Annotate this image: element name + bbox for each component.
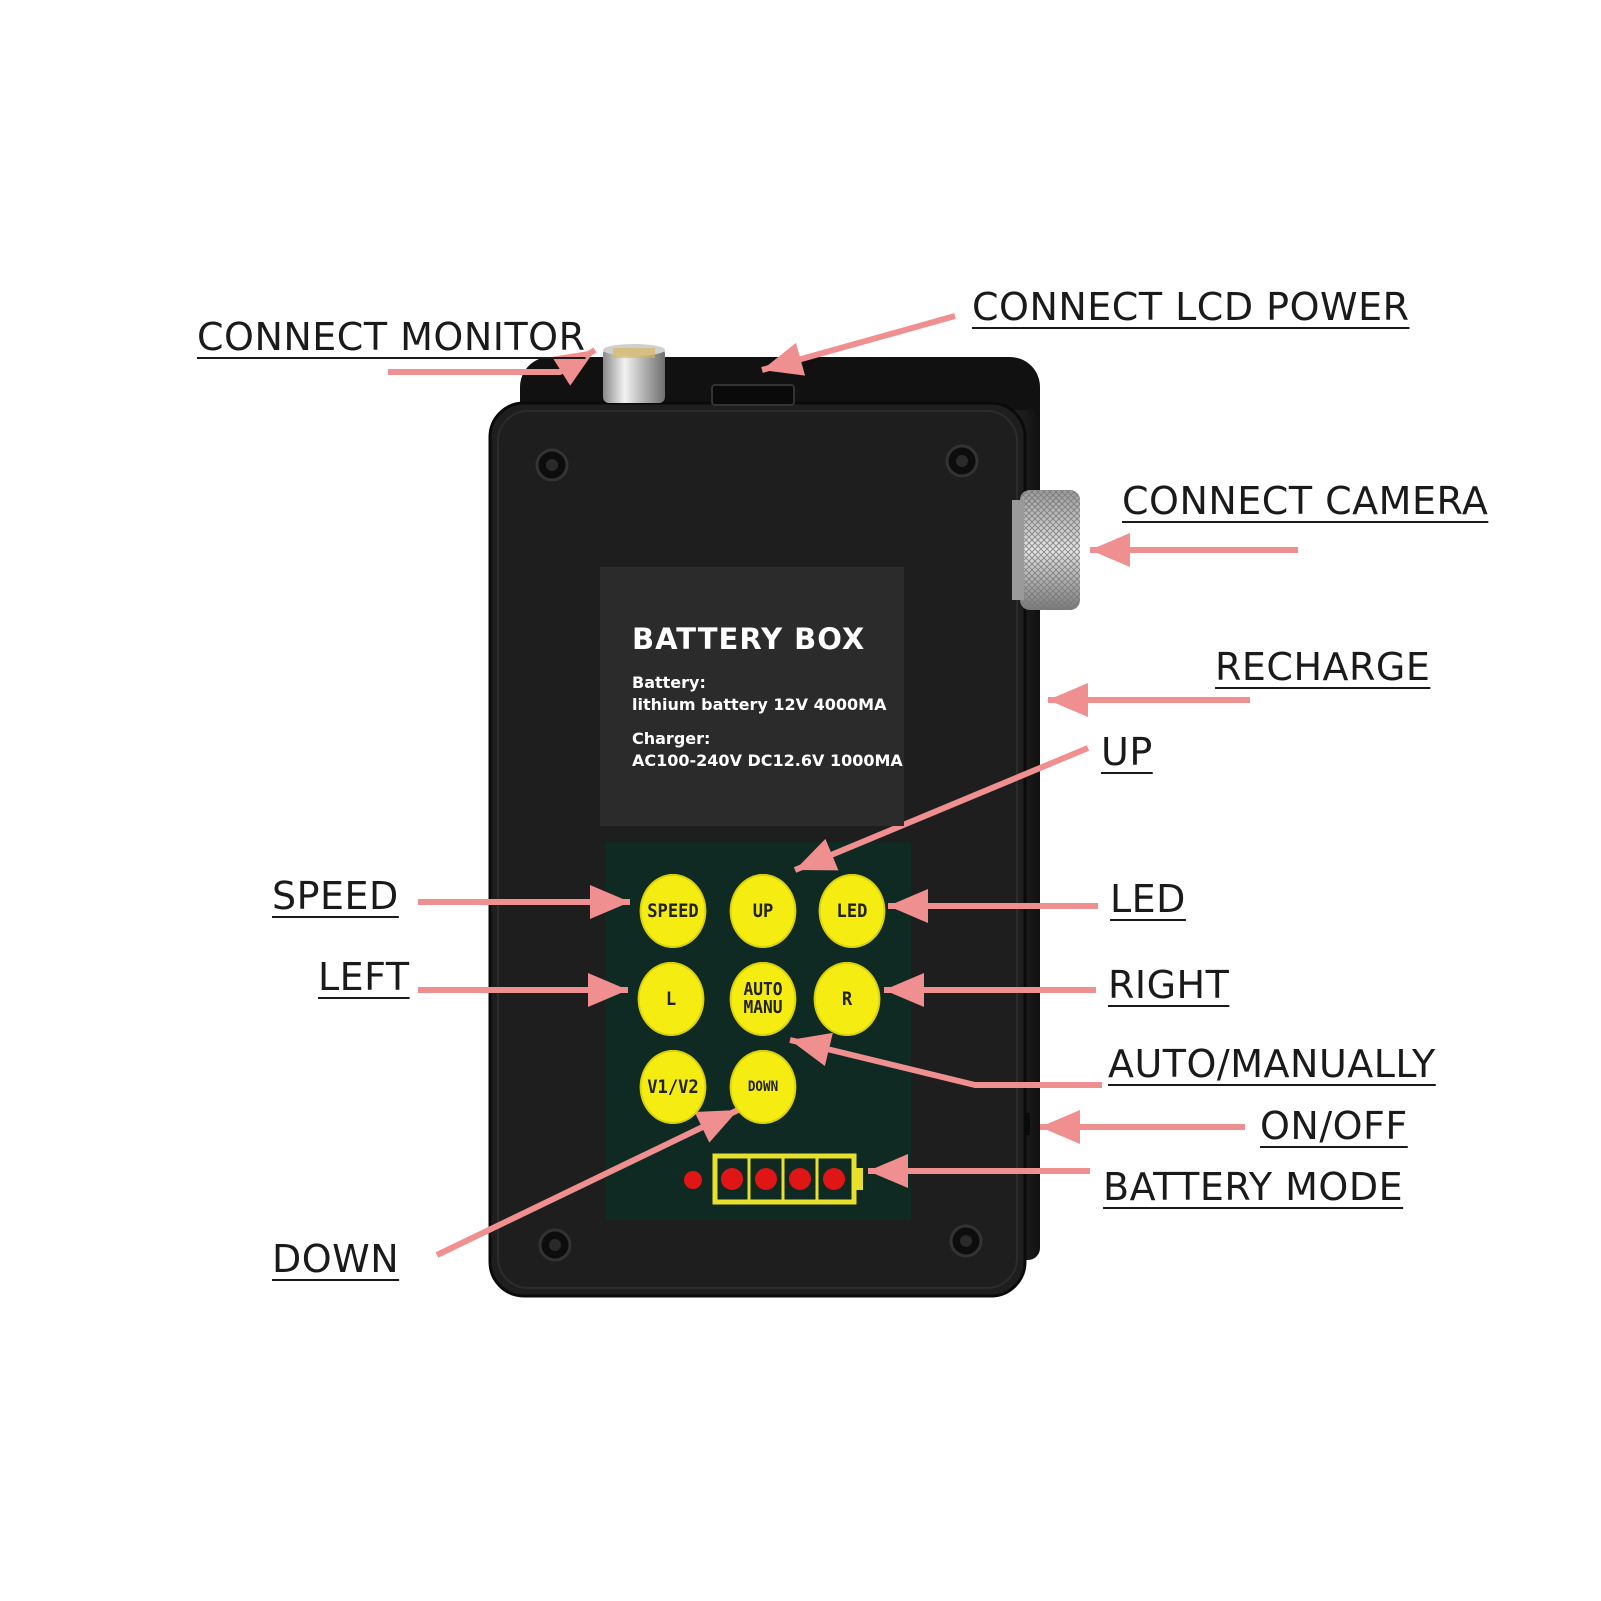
arrowhead-left	[588, 973, 628, 1007]
battery-heading: Battery:	[632, 673, 706, 692]
battery-label: BATTERY BOX Battery: lithium battery 12V…	[600, 567, 904, 826]
callout-connect-lcd-power: CONNECT LCD POWER	[972, 285, 1410, 329]
down-button-label: DOWN	[747, 1079, 779, 1095]
screw-icon	[945, 444, 979, 478]
callout-connect-monitor: CONNECT MONITOR	[197, 315, 586, 359]
arrowhead-right	[884, 973, 924, 1007]
callout-down: DOWN	[272, 1237, 400, 1281]
battery-cell-led	[721, 1168, 743, 1190]
v1v2-button-label: V1/V2	[647, 1076, 699, 1098]
battery-spec: lithium battery 12V 4000MA	[632, 695, 887, 714]
callout-arrows	[388, 313, 1298, 1258]
arrowhead-monitor	[552, 350, 595, 386]
charger-spec: AC100-240V DC12.6V 1000MA	[632, 751, 903, 770]
monitor-connector	[603, 344, 665, 403]
callout-right: RIGHT	[1108, 963, 1230, 1007]
callout-auto-manually: AUTO/MANUALLY	[1108, 1042, 1436, 1086]
arrow-auto-manually	[789, 1037, 1102, 1088]
speed-button[interactable]: SPEED	[639, 874, 707, 948]
arrow-down	[435, 1107, 740, 1258]
down-button[interactable]: DOWN	[729, 1050, 797, 1124]
camera-connector	[1012, 490, 1080, 610]
auto-label: AUTO	[743, 979, 783, 1000]
arrowhead-speed	[590, 885, 630, 919]
label-title: BATTERY BOX	[632, 622, 866, 656]
arrow-up	[793, 745, 1090, 873]
callout-up: UP	[1101, 730, 1153, 774]
arrowhead-battery-mode	[868, 1154, 908, 1188]
up-button-label: UP	[752, 900, 774, 922]
arrowhead-camera	[1090, 533, 1130, 567]
callout-on-off: ON/OFF	[1260, 1104, 1408, 1148]
screw-icon	[535, 448, 569, 482]
arrowhead-up	[795, 838, 839, 871]
power-switch	[1024, 1113, 1030, 1135]
speed-button-label: SPEED	[647, 900, 699, 922]
led-button-label: LED	[836, 900, 868, 922]
arrowhead-down	[694, 1110, 738, 1143]
battery-indicator	[684, 1153, 863, 1205]
arrowhead-on-off	[1040, 1110, 1080, 1144]
arrowhead-lcd-power	[762, 342, 806, 376]
screw-icon	[949, 1224, 983, 1258]
right-button[interactable]: R	[813, 962, 881, 1036]
callout-recharge: RECHARGE	[1215, 645, 1431, 689]
battery-cell-led	[823, 1168, 845, 1190]
led-button[interactable]: LED	[818, 874, 886, 948]
callout-connect-camera: CONNECT CAMERA	[1122, 479, 1489, 523]
callout-led: LED	[1110, 877, 1186, 921]
right-button-label: R	[841, 988, 853, 1010]
callout-speed: SPEED	[272, 874, 399, 918]
arrowhead-recharge	[1048, 683, 1088, 717]
arrowhead-led	[888, 889, 928, 923]
v1v2-button[interactable]: V1/V2	[639, 1050, 707, 1124]
callout-battery-mode: BATTERY MODE	[1103, 1165, 1404, 1209]
charger-heading: Charger:	[632, 729, 711, 748]
left-button-label: L	[665, 988, 677, 1010]
battery-cell-led	[789, 1168, 811, 1190]
screw-icon	[538, 1228, 572, 1262]
battery-cell-led	[755, 1168, 777, 1190]
lcd-power-port	[711, 384, 795, 406]
callout-left: LEFT	[318, 955, 410, 999]
arrowhead-auto-manually	[790, 1032, 833, 1066]
left-button[interactable]: L	[637, 962, 705, 1036]
manu-label: MANU	[743, 997, 783, 1018]
up-button[interactable]: UP	[729, 874, 797, 948]
auto-manual-button[interactable]: AUTO MANU	[729, 962, 797, 1036]
